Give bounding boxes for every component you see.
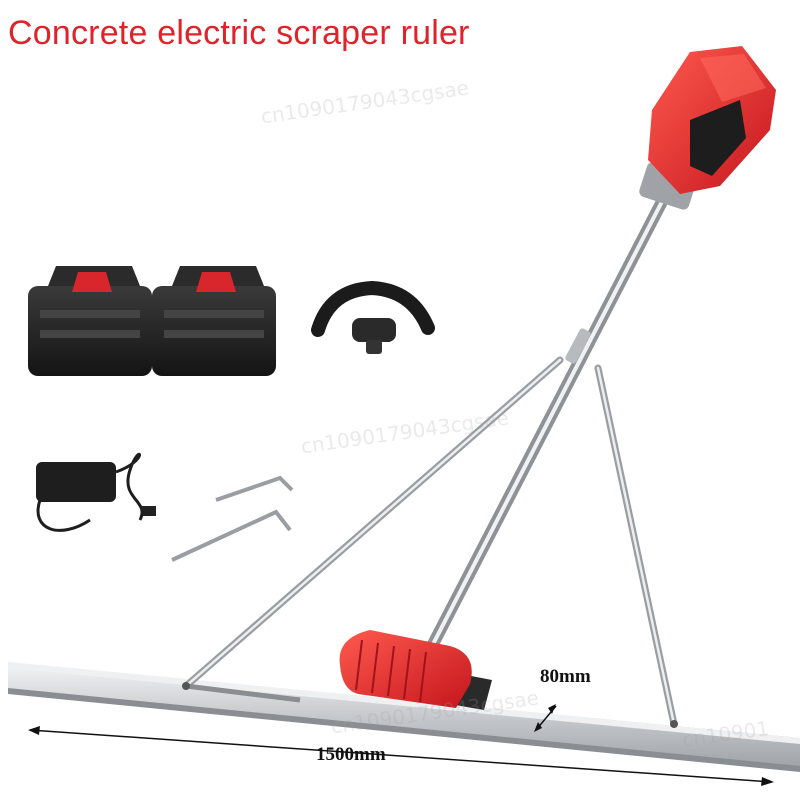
handle (311, 280, 435, 354)
height-arrow (534, 704, 557, 732)
battery-right (152, 266, 276, 376)
motor-head (639, 46, 776, 210)
height-dimension-label: 80mm (540, 666, 591, 687)
main-pole (424, 184, 674, 656)
vibrator-unit (339, 630, 492, 710)
length-dimension-label: 1500mm (316, 744, 386, 765)
battery-left (28, 266, 152, 376)
charger (36, 452, 156, 532)
hex-keys (171, 475, 294, 562)
length-arrow (28, 726, 774, 786)
page-title: Concrete electric scraper ruler (8, 14, 470, 52)
support-rods (182, 356, 678, 728)
